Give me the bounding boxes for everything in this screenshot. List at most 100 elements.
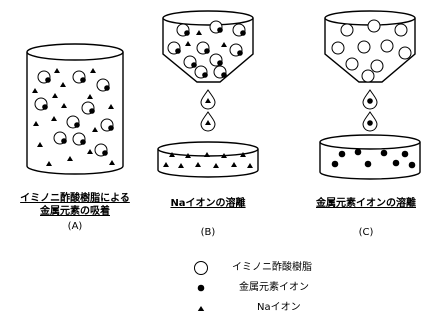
legend-na-ion-label: Naイオン xyxy=(257,302,301,313)
funnel-c-drops xyxy=(362,89,378,132)
metal-ion xyxy=(380,149,388,157)
metal-ion xyxy=(204,48,210,54)
legend-resin-icon xyxy=(194,261,208,275)
funnel-b-drops xyxy=(200,89,216,132)
metal-ion xyxy=(367,120,373,126)
na-ion xyxy=(247,163,253,168)
metal-ion xyxy=(45,77,51,83)
legend-metal-ion-icon xyxy=(197,284,205,292)
caption-c-line1: 金属元素イオンの溶離 xyxy=(316,198,416,209)
legend-symbols xyxy=(194,261,208,311)
column-a-body xyxy=(26,52,124,175)
funnel-b-top xyxy=(162,10,254,26)
resin-bead xyxy=(380,39,394,53)
funnel-b-resin-beads xyxy=(167,20,246,79)
na-ion xyxy=(213,163,219,168)
na-ion xyxy=(178,163,184,168)
metal-ion xyxy=(392,159,400,167)
metal-ion xyxy=(175,48,181,54)
na-ion xyxy=(32,88,38,93)
metal-ion xyxy=(331,160,339,168)
column-a-na-ions xyxy=(32,68,115,166)
legend-metal-ion-label: 金属元素イオン xyxy=(239,282,309,293)
metal-ion xyxy=(104,85,110,91)
na-ion xyxy=(87,94,93,99)
na-ion xyxy=(108,104,114,109)
na-ion xyxy=(163,162,169,167)
metal-ion xyxy=(108,125,114,131)
metal-ion xyxy=(364,160,372,168)
na-ion xyxy=(90,68,96,73)
na-ion xyxy=(231,162,237,167)
dish-c-body xyxy=(319,142,421,180)
caption-b-line1: Naイオンの溶離 xyxy=(170,198,246,209)
metal-ion xyxy=(367,98,373,104)
metal-ion xyxy=(80,139,86,145)
dish-c xyxy=(319,134,421,180)
dish-c-top xyxy=(319,134,421,150)
funnel-b xyxy=(162,10,254,132)
na-ion xyxy=(185,153,191,158)
resin-bead xyxy=(367,19,381,33)
na-ion xyxy=(205,120,211,125)
metal-ion xyxy=(401,150,409,158)
na-ion xyxy=(54,68,60,73)
metal-ion xyxy=(221,72,227,78)
na-ion xyxy=(185,41,191,46)
resin-bead xyxy=(345,57,359,71)
column-a-top xyxy=(26,43,124,61)
caption-b-tag: (B) xyxy=(200,227,216,238)
column-a xyxy=(26,43,124,175)
na-ion xyxy=(60,82,66,87)
na-ion xyxy=(67,156,73,161)
na-ion xyxy=(221,42,227,47)
na-ion xyxy=(33,121,39,126)
resin-bead xyxy=(398,46,412,60)
dish-b-na-ions xyxy=(163,152,253,168)
na-ion xyxy=(46,161,52,166)
na-ion xyxy=(109,160,115,165)
na-ion xyxy=(169,152,175,157)
na-ion xyxy=(61,103,67,108)
metal-ion xyxy=(184,30,190,36)
resin-bead xyxy=(331,41,345,55)
metal-ion xyxy=(338,150,346,158)
resin-bead xyxy=(340,23,354,37)
metal-ion xyxy=(217,27,223,33)
metal-ion xyxy=(102,150,108,156)
caption-a-line1: イミノニ酢酸樹脂による xyxy=(20,193,130,204)
dish-b xyxy=(157,141,259,178)
na-ion xyxy=(37,142,43,147)
metal-ion xyxy=(42,104,48,110)
resin-bead xyxy=(394,23,408,37)
na-ion xyxy=(240,152,246,157)
column-a-metal-ions xyxy=(42,77,114,156)
caption-a-line2: 金属元素の吸着 xyxy=(40,206,110,217)
na-ion xyxy=(195,162,201,167)
resin-bead xyxy=(370,59,384,73)
legend-resin-label: イミノニ酢酸樹脂 xyxy=(232,262,312,273)
na-ion xyxy=(205,98,211,103)
funnel-b-metal-ions xyxy=(175,27,246,78)
caption-c-tag: (C) xyxy=(358,227,374,238)
metal-ion xyxy=(74,122,80,128)
metal-ion xyxy=(202,72,208,78)
na-ion xyxy=(204,152,210,157)
metal-ion xyxy=(408,161,416,169)
metal-ion xyxy=(61,138,67,144)
metal-ion xyxy=(354,148,362,156)
metal-ion xyxy=(80,77,86,83)
metal-ion xyxy=(240,30,246,36)
metal-ion xyxy=(89,108,95,114)
resin-bead xyxy=(361,69,375,83)
funnel-c xyxy=(324,10,416,132)
dish-b-body xyxy=(157,149,259,178)
metal-ion xyxy=(191,62,197,68)
metal-ion xyxy=(237,50,243,56)
na-ion xyxy=(87,149,93,154)
funnel-b-na-ions xyxy=(185,30,227,47)
caption-a-tag: (A) xyxy=(67,221,83,232)
funnel-c-resin-beads xyxy=(331,19,412,83)
na-ion xyxy=(52,93,58,98)
